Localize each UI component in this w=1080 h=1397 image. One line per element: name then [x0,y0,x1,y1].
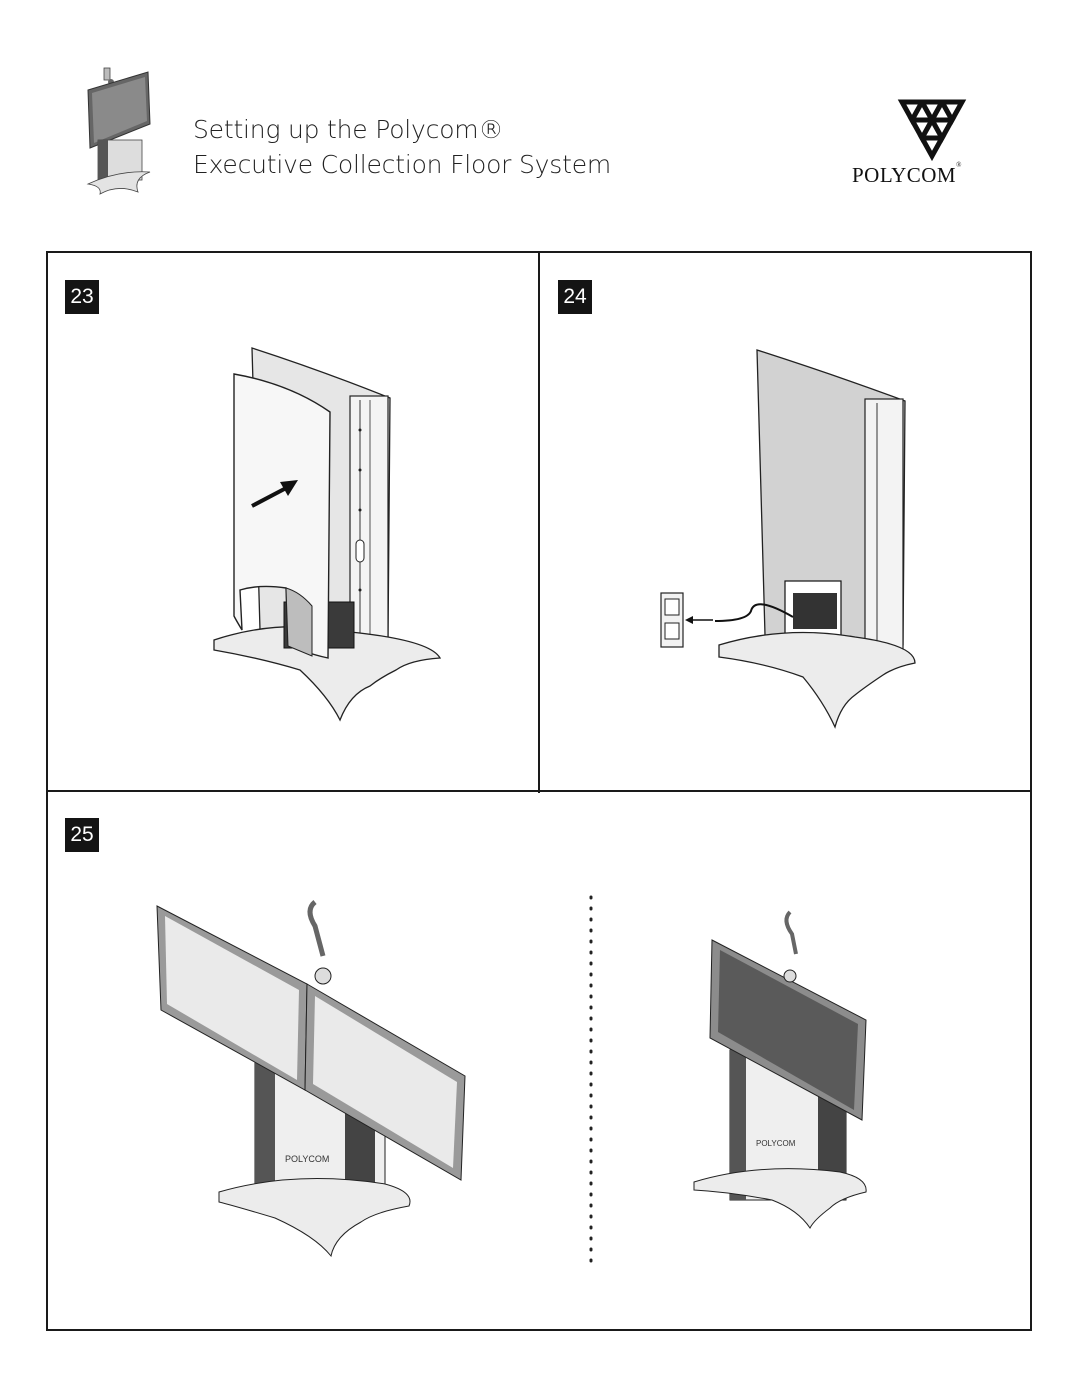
logo-registered-mark: ® [956,161,962,169]
step-24-illustration [660,349,916,729]
page-title: Setting up the Polycom® Executive Collec… [193,112,611,182]
step-badge-23: 23 [65,280,99,314]
step-25-single-monitor-illustration: POLYCOM [693,910,867,1229]
step-badge-24: 24 [558,280,592,314]
grid-divider-vertical [538,251,540,793]
step-25-dual-monitor-illustration: POLYCOM [156,900,466,1258]
title-line-1: Setting up the Polycom® [193,115,504,144]
header-product-thumbnail [86,67,151,195]
title-line-2: Executive Collection Floor System [193,150,612,179]
logo-wordmark: POLYCOM [852,163,957,187]
single-stand-brand-label: POLYCOM [756,1139,796,1148]
step-badge-25: 25 [65,818,99,852]
dual-stand-brand-label: POLYCOM [285,1154,329,1164]
step-25-dotted-separator [589,895,593,1273]
step-23-illustration [213,347,442,722]
polycom-logo-text: POLYCOM® [852,161,962,188]
grid-divider-horizontal [46,790,1032,792]
polycom-logo-icon [897,99,967,162]
